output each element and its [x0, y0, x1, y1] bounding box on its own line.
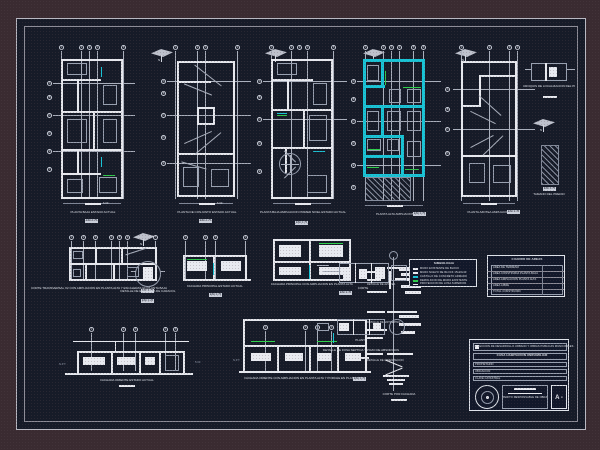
sheet-number: A - 01: [551, 385, 567, 409]
section-1-scale: ESC 1:75: [141, 289, 155, 293]
plan-5-caption: PLANTA AZOTEA AMPLIACION: [467, 210, 511, 214]
site-location-sketch[interactable]: CROQUIS DE LOCALIZACION DEL PREDIO: [523, 59, 575, 103]
facade-oriente-actual[interactable]: 1 2 3 4 5 N.P.T. 5.00 FACHADA OR: [59, 327, 200, 387]
areas-row-3: AREA LIBRE: [493, 284, 510, 287]
official-seal: [475, 385, 499, 409]
plan-3-scale: ESC 1:75: [295, 221, 309, 225]
detail-cimentacion-label: DETALLE DE CIMENTACION: [367, 359, 404, 362]
legend-item-1: MURO NUEVO DE BLOCK 15x20x40: [420, 271, 467, 274]
designer-label: PERITO RESPONSABLE DE OBRA: [502, 396, 548, 399]
detail-corte-fachada-label: CORTE POR FACHADA: [382, 392, 416, 396]
plan-4-caption: PLANTA ALTA AMPLIACION: [375, 212, 415, 216]
section-3-caption: FACHADA PRINCIPAL ESTADO ACTUAL: [187, 284, 243, 288]
tamano-scale: ESC 1:75: [543, 187, 557, 191]
title-block-header: DIRECCION DE DESARROLLO URBANO Y OBRAS P…: [474, 345, 574, 348]
croquis-label: CROQUIS DE LOCALIZACION DEL PREDIO: [523, 84, 575, 88]
north-arrow-1: N: [151, 49, 173, 63]
areas-table[interactable]: CUADRO DE AREAS AREA DE TERRENO AREA CON…: [487, 255, 565, 297]
detail-entrepiso-label: DETALLE DE ENTREPISO: [367, 321, 401, 324]
section-4-scale: ESC 1:75: [339, 291, 353, 295]
legend-symbology[interactable]: SIMBOLOGIA MURO EXISTENTE DE BLOCK MURO …: [409, 259, 477, 287]
plan-3-caption: PLANTA BAJA AMPLIACION PRIMER NIVEL ESTA…: [260, 210, 346, 214]
areas-table-title: CUADRO DE AREAS: [511, 257, 543, 261]
plan-2-caption: PLANTA DE CONJUNTO ESTADO ACTUAL: [177, 210, 237, 214]
plan-4-scale: ESC 1:75: [413, 212, 427, 216]
north-arrow-4: N: [455, 49, 477, 63]
floor-plan-5[interactable]: 1 2 3 4 A B C D: [445, 45, 537, 215]
septic-planta-label: PLANTA: [355, 338, 367, 342]
section-6-caption: FACHADA ORIENTE CON AMPLIACION EN PLANTA…: [244, 376, 366, 380]
plan-2-scale: ESC 1:75: [199, 219, 213, 223]
septic-section-detail[interactable]: CORTE: [317, 259, 411, 293]
detail-azotea-label: DETALLE DE AZOTEA: [367, 283, 396, 286]
septic-plan-detail[interactable]: PLANTA DETALLE DE FOSA SEPTICA Y POZO DE…: [317, 317, 411, 359]
legend-item-2: CASTILLO DE CONCRETO ARMADO: [420, 275, 468, 278]
areas-row-2: AREA AMPLIACION PLANTA ALTA: [493, 278, 537, 281]
project-label: CASA HABITACION UNIFAMILIAR: [496, 353, 548, 357]
lot-size-diagram[interactable]: ESC 1:75 TAMANO DEL PREDIO: [525, 145, 575, 197]
septic-corte-label: CORTE: [357, 286, 369, 290]
section-5-caption: FACHADA ORIENTE ESTADO ACTUAL: [100, 378, 154, 382]
section-2-scale: ESC 1:25: [141, 299, 155, 303]
plan-5-scale: ESC 1:75: [507, 210, 521, 214]
north-arrow-6: N: [133, 233, 155, 247]
field-ubicacion: UBICACION: [475, 370, 491, 373]
legend-item-3: DEMOLICION DE MURO EXISTENTE: [420, 279, 468, 282]
section-transversal[interactable]: 1 2 3 4 5 6 7 CORT: [31, 235, 167, 293]
section-1-caption: CORTE TRANSVERSAL X2 CON AMPLIACION EN P…: [31, 286, 167, 290]
areas-row-1: AREA CONSTRUIDA PLANTA BAJA: [493, 272, 539, 275]
title-block[interactable]: DIRECCION DE DESARROLLO URBANO Y OBRAS P…: [469, 339, 573, 411]
spiral-stair-detail[interactable]: DETALLE DE ESCALERA DE CARACOL ESC 1:25: [120, 259, 176, 309]
floor-plan-2[interactable]: 1 2 3 4 A B C D E: [161, 45, 253, 223]
drawing-canvas[interactable]: 1 2 3 4 5 A B C D E F: [25, 27, 575, 419]
section-2-caption: DETALLE DE ESCALERA DE CARACOL: [120, 289, 176, 293]
legend-title: SIMBOLOGIA: [433, 261, 455, 265]
tamano-label: TAMANO DEL PREDIO: [533, 192, 565, 196]
facade-principal-ampliacion[interactable]: FACHADA PRINCIPAL CON AMPLIACION EN PLAN…: [269, 231, 355, 297]
plan-1-caption: PLANTA BAJA ESTADO ACTUAL: [70, 210, 116, 214]
floor-plan-3[interactable]: 1 2 3 4 5 A B C D E: [257, 45, 347, 225]
plan-1-scale: ESC 1:75: [85, 219, 99, 223]
septic-detail-label: DETALLE DE FOSA SEPTICA Y POZO DE ABSORC…: [322, 348, 400, 352]
legend-item-4: PROYECCION DE LOSA SUPERIOR: [420, 282, 467, 285]
floor-plan-4-selected[interactable]: 1 2 3 4 5 6 A B C D E F: [351, 45, 443, 216]
section-4-caption: FACHADA PRINCIPAL CON AMPLIACION EN PLAN…: [271, 282, 353, 286]
facade-principal-actual[interactable]: 1 2 3 4 FACHADA PRINCIPAL ESTADO ACTUAL …: [177, 235, 259, 297]
areas-row-4: TOTAL CONSTRUIDO: [493, 290, 521, 293]
areas-row-0: AREA DE TERRENO: [493, 266, 520, 269]
floor-plan-1[interactable]: 1 2 3 4 5 A B C D E F: [47, 45, 139, 223]
section-3-scale: ESC 1:75: [209, 293, 223, 297]
field-clave-catastral: CLAVE CATASTRAL: [475, 377, 501, 380]
north-arrow-5: N: [533, 119, 555, 133]
section-6-scale: ESC 1:75: [353, 377, 367, 381]
field-propietario: PROPIETARIO: [475, 363, 494, 366]
legend-item-0: MURO EXISTENTE DE BLOCK: [420, 267, 460, 270]
